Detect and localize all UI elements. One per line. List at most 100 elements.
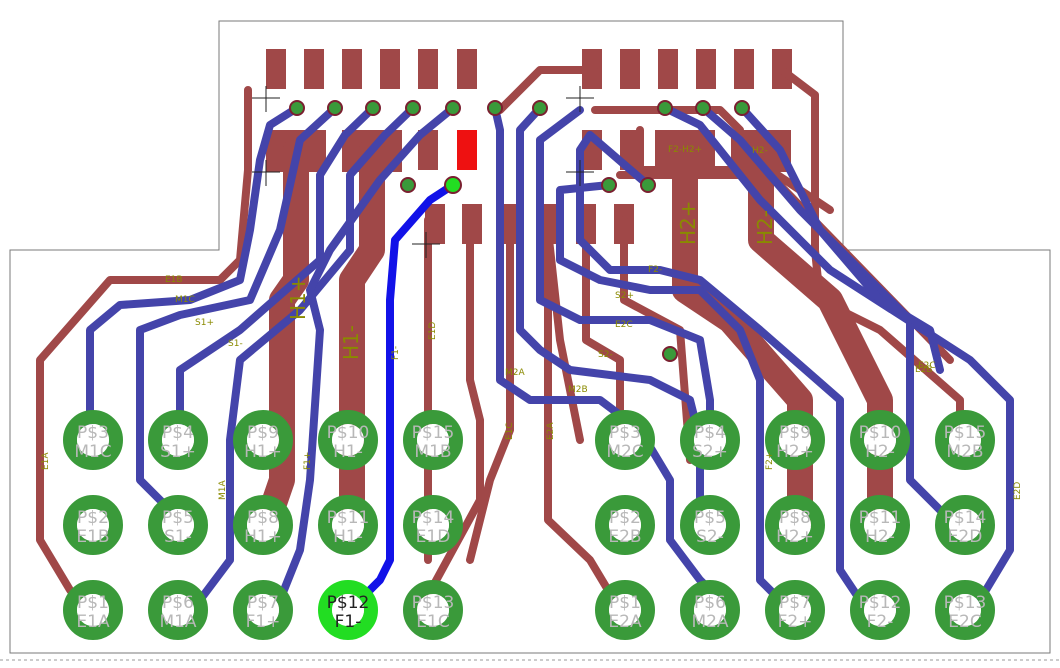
- pad-drill: [864, 509, 896, 541]
- board-outline: [9, 20, 1051, 654]
- right-connector: P$3M2CP$4S2+P$9H2+P$10H2-P$15M2BP$2E2BP$…: [595, 410, 995, 640]
- pad-name-label: P$6: [694, 593, 726, 613]
- pad-net-label: E2D: [948, 527, 983, 547]
- pad-name-label: P$9: [779, 423, 811, 443]
- pad-name-label: P$5: [162, 508, 194, 528]
- pad-ring: [148, 495, 208, 555]
- pad-net-label: M2B: [946, 442, 983, 462]
- pad-name-label: P$9: [247, 423, 279, 443]
- connector-pad[interactable]: P$7F1+: [233, 580, 293, 640]
- pad-drill: [779, 424, 811, 456]
- via-row-top: [289, 100, 750, 362]
- pad-name-label: P$8: [779, 508, 811, 528]
- pad-drill: [694, 594, 726, 626]
- pad-drill: [779, 594, 811, 626]
- pad-net-label: H1+: [244, 527, 282, 547]
- trace-label-f2m: F2-: [648, 265, 662, 275]
- trace-label-s1p: S1+: [195, 318, 214, 328]
- pad-name-label: P$12: [859, 593, 902, 613]
- trace-label-h2m: H2-: [753, 210, 777, 245]
- pad-name-label: P$2: [609, 508, 641, 528]
- connector-pad[interactable]: P$8H2+: [765, 495, 825, 555]
- connector-pad[interactable]: P$5S2-: [680, 495, 740, 555]
- pad-net-label: M2C: [606, 442, 643, 462]
- pad-ring: [595, 495, 655, 555]
- pad-ring: [403, 580, 463, 640]
- pad-drill: [864, 424, 896, 456]
- connector-pad[interactable]: P$9H1+: [233, 410, 293, 470]
- pad-ring: [233, 410, 293, 470]
- pad-ring: [318, 580, 378, 640]
- pad-ring: [63, 410, 123, 470]
- pad-ring: [403, 495, 463, 555]
- connector-pad[interactable]: P$5S1-: [148, 495, 208, 555]
- trace-label-m2a: M2A: [505, 368, 525, 378]
- pad-ring: [595, 580, 655, 640]
- pad-drill: [417, 424, 449, 456]
- pad-ring: [850, 410, 910, 470]
- connector-pad[interactable]: P$4S2+: [680, 410, 740, 470]
- pad-name-label: P$14: [944, 508, 987, 528]
- pad-ring: [680, 495, 740, 555]
- pad-ring: [850, 580, 910, 640]
- pad-drill: [162, 509, 194, 541]
- pad-drill: [949, 509, 981, 541]
- pad-drill: [162, 424, 194, 456]
- trace-label-f2p: F2+: [765, 452, 775, 470]
- pad-net-label: E1B: [76, 527, 109, 547]
- trace-label-m1a: M1A: [218, 480, 228, 500]
- pad-drill: [609, 424, 641, 456]
- selected-smd-pad[interactable]: [457, 130, 477, 170]
- pad-drill: [332, 594, 364, 626]
- pad-net-label: S2-: [696, 527, 724, 547]
- connector-pad[interactable]: P$9H2+: [765, 410, 825, 470]
- trace-label-h1p: H1+: [286, 275, 310, 320]
- pad-net-label: H1-: [333, 527, 363, 547]
- connector-pad[interactable]: P$4S1+: [148, 410, 208, 470]
- smd-row-top-right: [582, 49, 792, 89]
- connector-pad[interactable]: P$8H1+: [233, 495, 293, 555]
- pad-ring: [318, 495, 378, 555]
- pad-ring: [148, 580, 208, 640]
- pad-net-label: H2+: [776, 527, 814, 547]
- trace-label-e2c-right: E2C: [918, 361, 936, 371]
- connector-pad[interactable]: P$7F2+: [765, 580, 825, 640]
- trace-label-s2p: S2+: [615, 291, 634, 301]
- pad-drill: [77, 424, 109, 456]
- pad-drill: [949, 424, 981, 456]
- trace-label-f2-h2: F2-H2+: [668, 145, 702, 155]
- pad-net-label: F2-: [867, 612, 894, 632]
- pad-net-label: E2C: [948, 612, 981, 632]
- left-connector: P$3M1CP$4S1+P$9H1+P$10H1-P$15M1BP$2E1BP$…: [63, 410, 463, 640]
- trace-label-m2b: M2B: [568, 385, 588, 395]
- pad-name-label: P$15: [944, 423, 987, 443]
- pad-net-label: E1A: [76, 612, 110, 632]
- pad-ring: [765, 580, 825, 640]
- trace-f1-minus-highlight[interactable]: [346, 181, 457, 614]
- pad-ring: [765, 495, 825, 555]
- trace-label-h2-pad: H2-: [752, 146, 768, 156]
- via-highlighted[interactable]: [444, 176, 462, 194]
- pad-ring: [318, 410, 378, 470]
